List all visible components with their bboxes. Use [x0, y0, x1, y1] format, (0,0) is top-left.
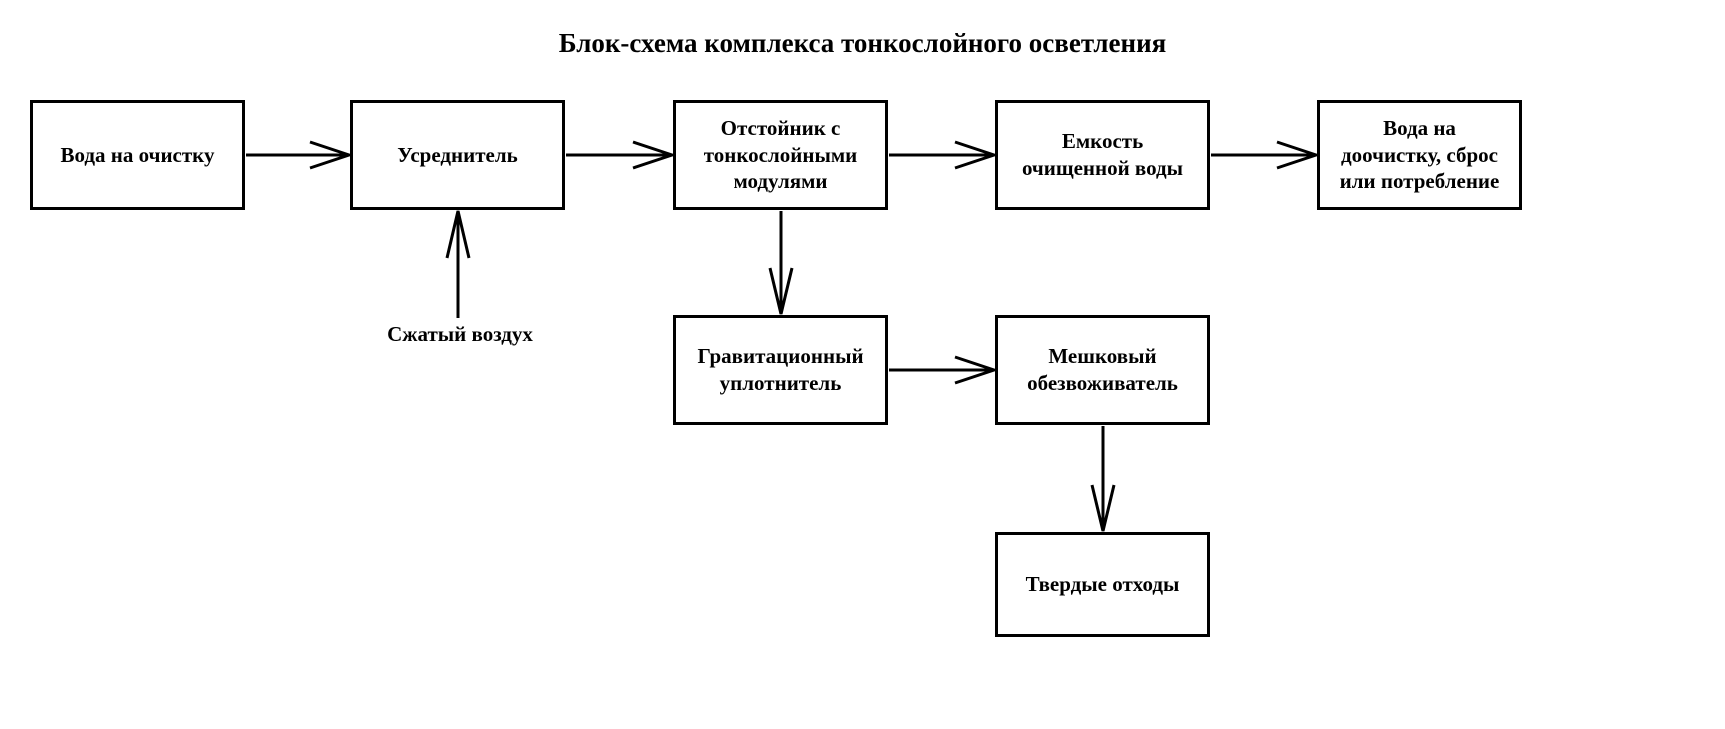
node-water-in-label: Вода на очистку — [60, 142, 215, 167]
page-title: Блок-схема комплекса тонкослойного освет… — [558, 28, 1167, 58]
edge-water-in-to-equalizer — [246, 140, 354, 170]
node-water-in[interactable]: Вода на очистку — [30, 100, 245, 210]
node-bag-dewaterer[interactable]: Мешковый обезвоживатель — [995, 315, 1210, 425]
edge-compressed-air-to-equalizer — [445, 210, 471, 318]
node-settler[interactable]: Отстойник с тонкослойными модулями — [673, 100, 888, 210]
node-bag-dewaterer-label: Мешковый обезвоживатель — [1027, 344, 1178, 395]
edge-equalizer-to-settler — [566, 140, 677, 170]
node-gravity-thickener-label: Гравитационный уплотнитель — [697, 344, 864, 395]
edge-clean-water-tank-to-water-out — [1211, 140, 1321, 170]
node-solid-waste[interactable]: Твердые отходы — [995, 532, 1210, 637]
node-gravity-thickener[interactable]: Гравитационный уплотнитель — [673, 315, 888, 425]
node-settler-label: Отстойник с тонкослойными модулями — [703, 115, 858, 194]
edge-bag-dewaterer-to-solid-waste — [1090, 426, 1116, 532]
label-compressed-air: Сжатый воздух — [387, 322, 533, 346]
node-solid-waste-label: Твердые отходы — [1025, 572, 1180, 597]
node-equalizer[interactable]: Усреднитель — [350, 100, 565, 210]
edge-settler-to-clean-water-tank — [889, 140, 999, 170]
edge-gravity-thickener-to-bag-dewaterer — [889, 355, 999, 385]
node-clean-water-tank[interactable]: Емкость очищенной воды — [995, 100, 1210, 210]
node-water-out-label: Вода на доочистку, сброс или потребление — [1339, 115, 1500, 194]
node-equalizer-label: Усреднитель — [397, 142, 518, 167]
edge-settler-to-gravity-thickener — [768, 211, 794, 315]
node-clean-water-tank-label: Емкость очищенной воды — [1021, 129, 1184, 180]
node-water-out[interactable]: Вода на доочистку, сброс или потребление — [1317, 100, 1522, 210]
